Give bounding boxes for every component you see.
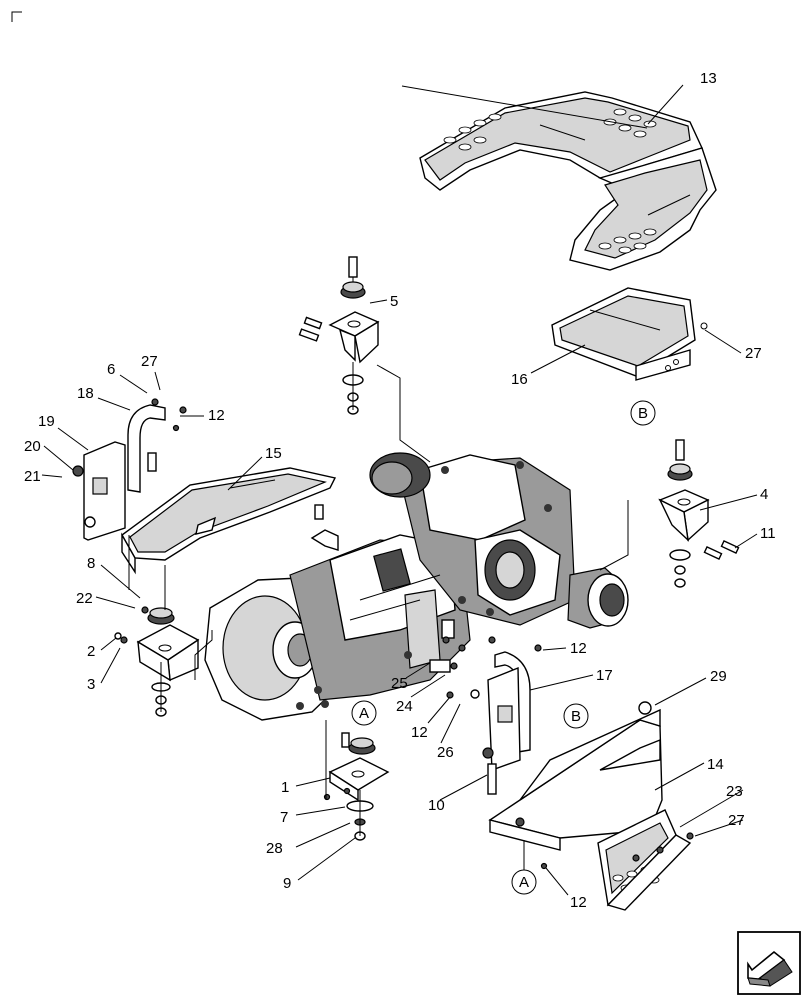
callout-8: 8 (87, 555, 95, 572)
ref-b-lower: B (571, 708, 581, 725)
callout-labels: 13 5 16 27 27 6 18 12 19 20 21 15 4 11 8… (24, 70, 776, 911)
platform-floor-plate (419, 91, 717, 271)
leader-lines (41, 84, 758, 896)
callout-12-mid: 12 (570, 640, 587, 657)
reference-markers: B A B A (351, 400, 656, 895)
callout-27-right: 27 (745, 345, 762, 362)
callout-22: 22 (76, 590, 93, 607)
callout-7: 7 (280, 809, 288, 826)
transmission-housing (204, 452, 629, 721)
callout-10: 10 (428, 797, 445, 814)
callout-14: 14 (707, 756, 724, 773)
ref-a-bottom: A (519, 874, 529, 891)
callout-13: 13 (700, 70, 717, 87)
callout-24: 24 (396, 698, 413, 715)
callout-11: 11 (760, 525, 776, 542)
ref-b-top: B (638, 405, 648, 422)
cover-plate (551, 287, 708, 381)
callout-3: 3 (87, 676, 95, 693)
next-page-arrow-icon[interactable] (737, 931, 801, 995)
callout-29: 29 (710, 668, 727, 685)
callout-16: 16 (511, 371, 528, 388)
callout-4: 4 (760, 486, 768, 503)
lower-mount-bracket-1 (323, 732, 390, 841)
right-step-assembly (429, 636, 663, 870)
callout-20: 20 (24, 438, 41, 455)
callout-26: 26 (437, 744, 454, 761)
callout-15: 15 (265, 445, 282, 462)
left-mount-bracket-8 (114, 606, 200, 717)
callout-17: 17 (596, 667, 613, 684)
callout-25: 25 (391, 675, 408, 692)
callout-18: 18 (77, 385, 94, 402)
callout-28: 28 (266, 840, 283, 857)
left-floor-plate (121, 467, 337, 575)
ref-a-mid: A (359, 705, 369, 722)
callout-12-bottom: 12 (570, 894, 587, 911)
callout-2: 2 (87, 643, 95, 660)
callout-5: 5 (390, 293, 398, 310)
corner-crop-mark-icon (11, 11, 22, 22)
small-hardware (310, 504, 339, 551)
callout-12-left: 12 (208, 407, 225, 424)
callout-27-left: 27 (141, 353, 158, 370)
callout-27-bottom: 27 (728, 812, 745, 829)
callout-6: 6 (107, 361, 115, 378)
rear-mount-bracket-4 (658, 439, 740, 588)
callout-1: 1 (281, 779, 289, 796)
callout-19: 19 (38, 413, 55, 430)
front-mount-bracket-5 (298, 256, 380, 415)
callout-12-lower: 12 (411, 724, 428, 741)
callout-9: 9 (283, 875, 291, 892)
callout-23: 23 (726, 783, 743, 800)
left-step-handle (72, 398, 187, 541)
callout-21: 21 (24, 468, 41, 485)
step-tray (597, 809, 694, 911)
